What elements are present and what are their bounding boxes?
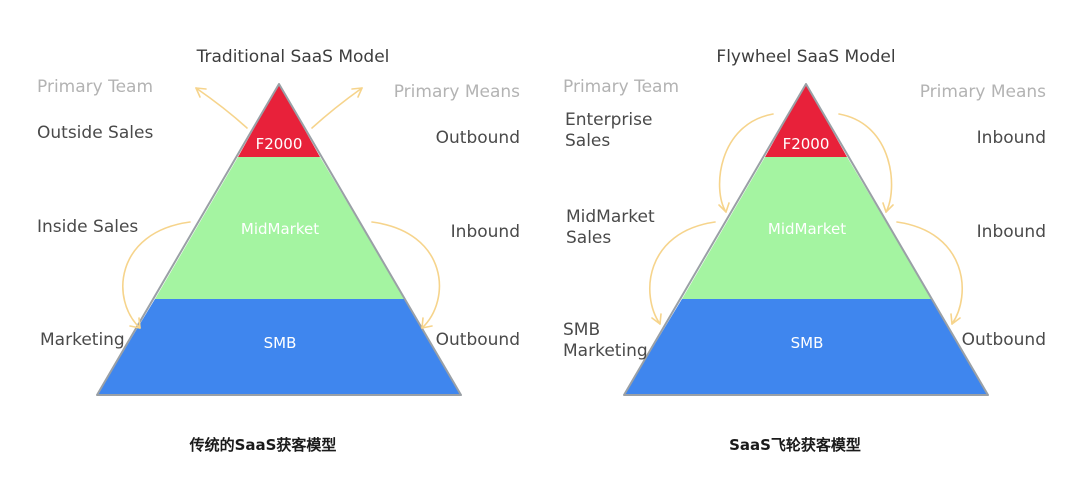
primary-team-header: Primary Team <box>563 77 679 97</box>
means-label-top: Inbound <box>977 128 1046 148</box>
traditional-model: Traditional SaaS Model Primary Team Prim… <box>37 47 520 454</box>
tier-label-middle: MidMarket <box>768 220 846 238</box>
tier-label-bottom: SMB <box>791 334 824 352</box>
arrow-curve-left-icon <box>122 221 191 329</box>
diagram-title: Traditional SaaS Model <box>196 47 390 67</box>
tier-label-top: F2000 <box>783 135 830 153</box>
flow-arrows <box>649 113 963 325</box>
means-label-middle: Inbound <box>451 222 520 242</box>
primary-team-header: Primary Team <box>37 77 153 97</box>
arrow-up-left-icon <box>195 87 248 129</box>
team-label-top: Outside Sales <box>37 123 153 143</box>
primary-means-header: Primary Means <box>394 82 520 102</box>
pyramid-tier-middle <box>682 157 932 299</box>
team-label-top: Enterprise Sales <box>565 110 658 151</box>
pyramid-tier-top <box>765 84 847 157</box>
team-label-middle: MidMarket Sales <box>566 207 660 248</box>
diagram-title: Flywheel SaaS Model <box>716 47 895 67</box>
pyramid-outline <box>623 83 989 396</box>
arrow-up-right-icon <box>311 87 363 129</box>
pyramid-tier-middle <box>155 157 405 299</box>
flow-arrows <box>122 87 441 329</box>
diagram-caption: 传统的SaaS获客模型 <box>189 436 337 454</box>
team-label-middle: Inside Sales <box>37 217 138 237</box>
means-label-top: Outbound <box>436 128 520 148</box>
arrow-curve-right-icon <box>371 221 441 329</box>
tier-label-bottom: SMB <box>264 334 297 352</box>
means-label-bottom: Outbound <box>436 330 520 350</box>
arrow-curve-left-top-icon <box>718 113 774 213</box>
pyramid-tier-bottom <box>97 299 461 395</box>
tier-label-middle: MidMarket <box>241 220 319 238</box>
means-label-middle: Inbound <box>977 222 1046 242</box>
means-label-bottom: Outbound <box>962 330 1046 350</box>
pyramid-tier-top <box>238 84 320 157</box>
team-label-bottom: Marketing <box>40 330 125 350</box>
flywheel-model: Flywheel SaaS Model Primary Team Primary… <box>563 47 1046 454</box>
pyramid-tier-bottom <box>624 299 988 395</box>
arrow-curve-right-top-icon <box>838 113 893 213</box>
pyramid-outline <box>96 83 462 396</box>
arrow-curve-right-bottom-icon <box>896 221 963 325</box>
primary-means-header: Primary Means <box>920 82 1046 102</box>
arrow-curve-left-bottom-icon <box>649 221 716 325</box>
tier-label-top: F2000 <box>256 135 303 153</box>
diagram-caption: SaaS飞轮获客模型 <box>729 436 861 454</box>
team-label-bottom: SMB Marketing <box>563 320 648 361</box>
